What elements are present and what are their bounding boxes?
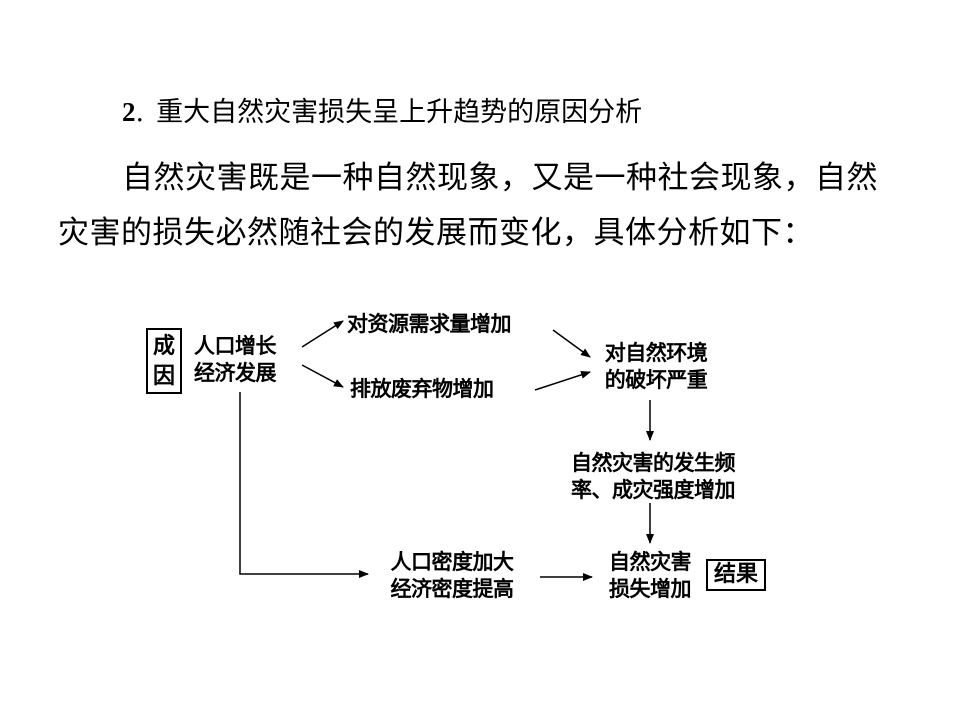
result-label: 结果: [713, 562, 758, 587]
cause-label-box: 成 因: [146, 328, 182, 394]
waste-emission-node: 排放废弃物增加: [350, 376, 494, 403]
resource-demand-text: 对资源需求量增加: [347, 312, 512, 336]
section-title: 重大自然灾害损失呈上升趋势的原因分析: [156, 97, 643, 128]
cause-label-char-1: 成: [152, 334, 175, 359]
section-number-separator: .: [135, 97, 145, 128]
arrow-cause-to-waste: [301, 364, 344, 388]
cause-node: 人口增长 经济发展: [194, 333, 277, 387]
result-label-box: 结果: [706, 559, 766, 591]
arrow-cause-to-density: [239, 392, 369, 578]
arrow-resource-to-environment: [552, 329, 591, 358]
loss-node: 自然灾害 损失增加: [597, 549, 703, 603]
section-number: 2: [122, 97, 136, 127]
disaster-frequency-node: 自然灾害的发生频 率、成灾强度增加: [550, 450, 756, 504]
resource-demand-node: 对资源需求量增加: [347, 311, 512, 338]
density-node: 人口密度加大 经济密度提高: [374, 549, 530, 603]
cause-line-1: 人口增长: [194, 334, 277, 358]
frequency-line-1: 自然灾害的发生频: [571, 451, 736, 475]
frequency-line-2: 率、成灾强度增加: [571, 478, 736, 502]
density-line-2: 经济密度提高: [390, 577, 515, 601]
intro-paragraph: 自然灾害既是一种自然现象，又是一种社会现象，自然灾害的损失必然随社会的发展而变化…: [58, 160, 878, 251]
waste-emission-text: 排放废弃物增加: [350, 377, 494, 401]
cause-line-2: 经济发展: [194, 361, 277, 385]
density-line-1: 人口密度加大: [390, 550, 515, 574]
environment-damage-node: 对自然环境 的破坏严重: [594, 340, 718, 394]
environment-line-2: 的破坏严重: [604, 368, 708, 392]
loss-line-2: 损失增加: [609, 577, 692, 601]
cause-label-char-2: 因: [152, 364, 175, 389]
environment-line-1: 对自然环境: [604, 341, 708, 365]
arrow-waste-to-environment: [534, 370, 591, 391]
loss-line-1: 自然灾害: [609, 550, 692, 574]
arrow-cause-to-resource: [301, 320, 344, 348]
section-heading: 2. 重大自然灾害损失呈上升趋势的原因分析: [122, 93, 642, 132]
